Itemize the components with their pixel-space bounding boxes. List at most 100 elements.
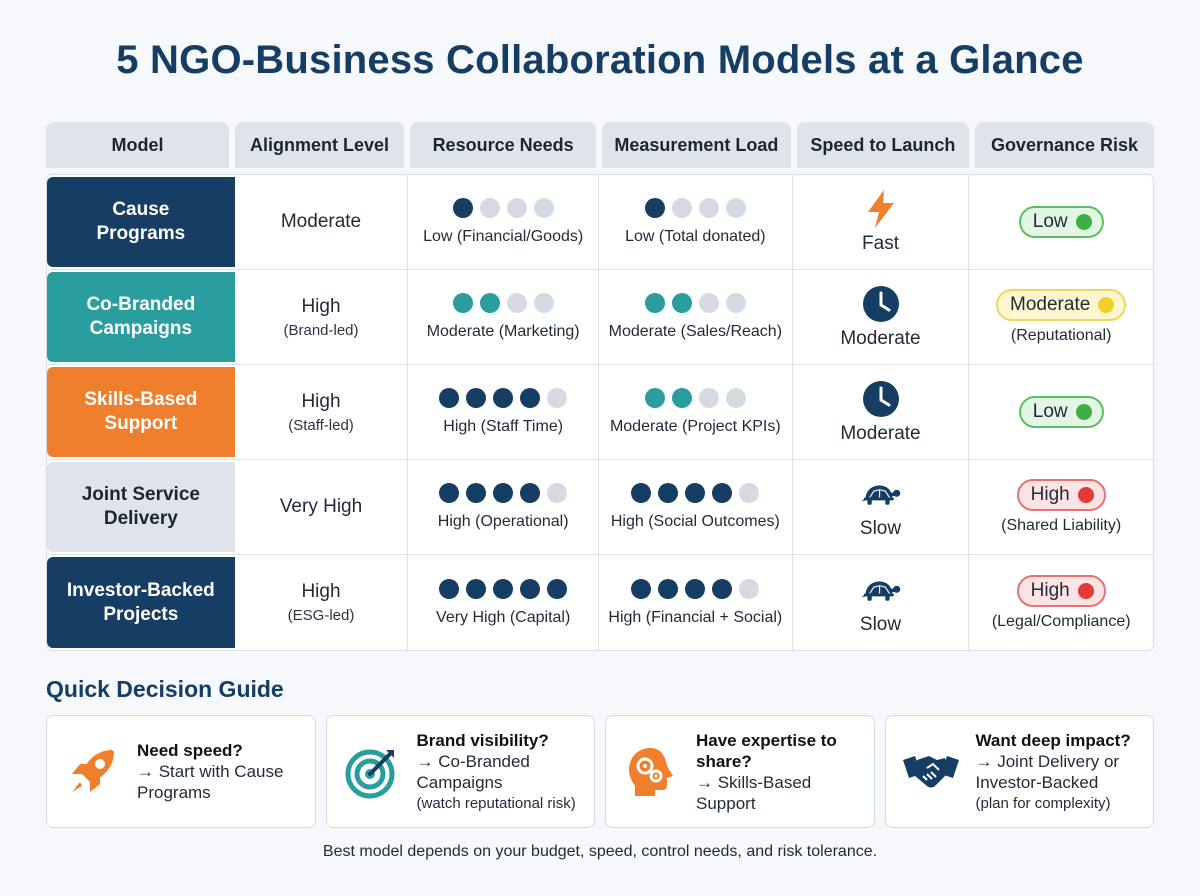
resource-cell: Low (Financial/Goods) [408, 175, 599, 269]
alignment-level: High [301, 581, 341, 602]
measurement-dots [631, 483, 760, 503]
card-answer: → Joint Delivery or Investor-Backed [975, 751, 1120, 792]
risk-level: High [1030, 579, 1070, 601]
alignment-cell: Very High [235, 460, 409, 554]
card-question: Need speed? [137, 741, 243, 760]
resource-cell: Very High (Capital) [408, 555, 599, 650]
measurement-dots [644, 198, 746, 218]
model-name: Cause Programs [96, 199, 186, 244]
measurement-cell: Low (Total donated) [599, 175, 793, 269]
resource-dot [479, 293, 500, 313]
turtle-icon [861, 474, 901, 514]
model-name-cell: Investor-Backed Projects [47, 557, 235, 648]
decision-card: Want deep impact?→ Joint Delivery or Inv… [884, 715, 1154, 828]
resource-dot [439, 388, 460, 408]
resource-dot [520, 578, 541, 599]
resource-dot [466, 578, 487, 599]
measurement-label: Low (Total donated) [625, 228, 766, 245]
footer-note: Best model depends on your budget, speed… [322, 843, 878, 860]
table-row: Joint Service Delivery Very High High (Ope… [47, 460, 1153, 555]
header-risk: Governance Risk [974, 122, 1154, 168]
measurement-dot [739, 483, 760, 503]
alignment-level: Very High [279, 496, 363, 517]
header-measurement: Measurement Load [602, 122, 791, 168]
measurement-dot [712, 578, 733, 599]
model-name-cell: Joint Service Delivery [47, 462, 235, 552]
speed-cell: Moderate [793, 270, 970, 364]
risk-indicator-dot [1098, 297, 1115, 313]
speed-label: Fast [862, 233, 899, 254]
resource-dot [466, 483, 487, 503]
measurement-dot [671, 293, 692, 313]
expertise-head-icon [620, 741, 682, 803]
resource-dot [506, 198, 527, 218]
turtle-icon [861, 570, 901, 610]
card-answer: → Skills-Based Support [696, 772, 812, 813]
risk-badge: Moderate [996, 289, 1127, 321]
measurement-dot [644, 198, 665, 218]
resource-dot [506, 293, 527, 313]
alignment-note: (Brand-led) [283, 321, 359, 339]
speed-label: Moderate [840, 423, 921, 444]
measurement-dot [644, 388, 665, 408]
risk-note: (Legal/Compliance) [991, 612, 1131, 630]
measurement-dot [644, 293, 665, 313]
alignment-level: High [301, 390, 341, 412]
risk-indicator-dot [1075, 404, 1092, 420]
speed-cell: Slow [793, 555, 970, 650]
decision-card: Brand visibility?→ Co-Branded Campaigns(… [325, 715, 595, 828]
measurement-dot [631, 578, 652, 599]
measurement-cell: Moderate (Project KPIs) [599, 365, 793, 459]
header-resource: Resource Needs [410, 122, 597, 168]
measurement-dot [698, 198, 719, 218]
measurement-dot [739, 578, 760, 599]
target-icon [341, 741, 403, 803]
measurement-label: High (Social Outcomes) [610, 513, 780, 530]
resource-dots [452, 293, 554, 313]
header-model: Model [46, 122, 229, 168]
model-name: Joint Service Delivery [81, 484, 200, 529]
comparison-table: Model Alignment Level Resource Needs Mea… [46, 122, 1154, 651]
alignment-level: Moderate [280, 211, 362, 232]
measurement-cell: High (Social Outcomes) [599, 460, 793, 554]
handshake-icon [900, 741, 962, 803]
risk-indicator-dot [1075, 214, 1092, 230]
measurement-dot [671, 388, 692, 408]
guide-title: Quick Decision Guide [46, 676, 284, 702]
risk-level: Low [1032, 401, 1068, 422]
model-name-cell: Skills-Based Support [47, 367, 235, 457]
card-text: Need speed? → Start with Cause Programs [137, 740, 305, 803]
card-question: Brand visibility? [416, 730, 549, 750]
measurement-dot [658, 483, 679, 503]
card-answer: → Start with Cause Programs [137, 762, 284, 802]
risk-badge: High [1016, 574, 1106, 607]
resource-dot [547, 388, 568, 408]
model-name-cell: Co-Branded Campaigns [47, 272, 235, 362]
measurement-dot [712, 483, 733, 503]
risk-level: Moderate [1010, 294, 1091, 315]
measurement-dot [725, 388, 746, 408]
risk-cell: Low [969, 365, 1153, 459]
risk-cell: High(Shared Liability) [969, 460, 1153, 554]
resource-cell: Moderate (Marketing) [408, 270, 599, 364]
alignment-note: (Staff-led) [288, 416, 354, 434]
resource-dot [493, 578, 514, 599]
resource-cell: High (Operational) [408, 460, 599, 554]
card-answer: → Co-Branded Campaigns [416, 751, 530, 792]
resource-dot [439, 483, 460, 503]
measurement-dot [631, 483, 652, 503]
measurement-label: Moderate (Project KPIs) [609, 418, 781, 435]
header-speed: Speed to Launch [796, 122, 969, 168]
measurement-dot [658, 578, 679, 599]
measurement-dot [725, 293, 746, 313]
header-alignment: Alignment Level [234, 122, 405, 168]
resource-label: Low (Financial/Goods) [423, 228, 584, 245]
resource-dot [520, 483, 541, 503]
measurement-cell: Moderate (Sales/Reach) [599, 270, 793, 364]
alignment-level: High [301, 295, 341, 317]
measurement-dot [698, 388, 719, 408]
card-question: Want deep impact? [975, 730, 1131, 750]
